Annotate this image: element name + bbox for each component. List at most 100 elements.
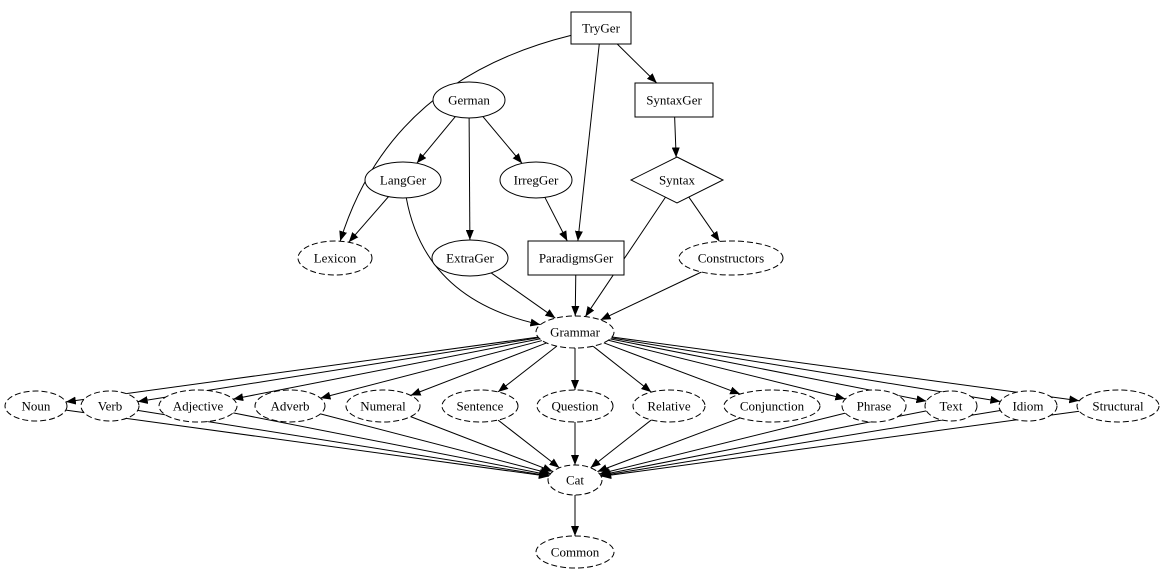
ellipse-shape [499,161,573,199]
node-label: Adverb [271,399,310,414]
ellipse-shape [431,239,509,277]
node-label: Numeral [360,399,406,414]
node-label: ExtraGer [446,251,494,266]
edge-Grammar-Relative [592,345,652,393]
edge-Grammar-Conjunction [603,342,741,395]
node-Phrase: Phrase [841,389,907,423]
node-label: IrregGer [514,173,559,188]
edge-ExtraGer-Grammar [490,272,556,319]
edge-Grammar-Noun [65,336,539,405]
node-German: German [432,81,506,119]
edge-Grammar-Numeral [410,342,547,396]
edge-IrregGer-ParadigmsGer [544,197,568,242]
node-Conjunction: Conjunction [723,389,821,423]
node-TryGer: TryGer [570,11,632,45]
ellipse-shape [254,389,326,423]
edge-Adjective-Cat [233,412,550,478]
node-label: Structural [1092,399,1144,414]
node-Syntax: Syntax [629,156,725,204]
node-label: TryGer [582,21,620,36]
edge-LangGer-Lexicon [348,196,389,243]
ellipse-shape [441,389,519,423]
edge-LangGer-Grammar [405,197,541,327]
node-label: Constructors [698,251,764,266]
edge-ParadigmsGer-Grammar [571,274,580,317]
node-label: Cat [566,473,584,488]
node-label: Conjunction [740,399,805,414]
edge-TryGer-SyntaxGer [616,43,658,84]
node-label: Text [940,399,963,414]
node-label: Phrase [857,399,892,414]
diamond-shape [629,156,725,204]
ellipse-shape [345,389,421,423]
edge-Grammar-Sentence [497,345,558,393]
box-shape [527,240,625,276]
ellipse-shape [678,240,784,276]
edge-Grammar-Adjective [233,338,540,402]
node-Verb: Verb [80,390,140,422]
edge-German-ExtraGer [465,117,474,241]
ellipse-shape [432,81,506,119]
edge-Grammar-Adverb [320,340,543,400]
ellipse-shape [841,389,907,423]
ellipse-shape [632,389,706,423]
node-label: Grammar [550,325,600,340]
node-Question: Question [536,389,614,423]
ellipse-shape [364,161,442,199]
ellipse-shape [158,389,238,423]
node-Idiom: Idiom [998,390,1058,422]
node-label: LangGer [380,173,427,188]
node-Noun: Noun [4,390,68,422]
edge-Numeral-Cat [410,416,553,472]
node-Adjective: Adjective [158,389,238,423]
node-IrregGer: IrregGer [499,161,573,199]
edge-Grammar-Idiom [611,337,1001,404]
node-label: Question [552,399,599,414]
node-Structural: Structural [1076,389,1160,423]
node-Common: Common [535,535,615,569]
node-label: Sentence [457,399,504,414]
node-Grammar: Grammar [535,315,615,349]
edge-Grammar-Phrase [608,339,846,401]
box-shape [634,82,714,118]
node-Numeral: Numeral [345,389,421,423]
edge-German-IrregGer [482,116,523,164]
edge-SyntaxGer-Syntax [671,116,680,158]
ellipse-shape [723,389,821,423]
node-Sentence: Sentence [441,389,519,423]
ellipse-shape [80,390,140,422]
ellipse-shape [924,390,978,422]
node-SyntaxGer: SyntaxGer [634,82,714,118]
node-label: Common [551,545,600,560]
edge-Adverb-Cat [320,413,551,476]
node-label: Relative [647,399,691,414]
node-label: German [448,93,490,108]
ellipse-shape [535,535,615,569]
node-label: ParadigmsGer [539,251,614,266]
edge-TryGer-Lexicon [339,34,572,242]
edge-Noun-Cat [65,409,549,480]
ellipse-shape [4,390,68,422]
node-Adverb: Adverb [254,389,326,423]
node-Relative: Relative [632,389,706,423]
edge-Structural-Cat [601,410,1080,480]
edge-Phrase-Cat [599,412,846,476]
edge-Syntax-Grammar [584,196,666,317]
box-shape [570,11,632,45]
edge-TryGer-ParadigmsGer [574,43,600,242]
node-label: Syntax [659,173,696,188]
node-label: Adjective [173,399,224,414]
edge-Constructors-Grammar [600,271,702,321]
edge-Grammar-Structural [611,336,1080,404]
node-label: Lexicon [314,251,357,266]
edge-Syntax-Constructors [688,196,720,242]
node-label: Verb [98,399,123,414]
edge-Idiom-Cat [600,410,1001,479]
edge-German-LangGer [416,116,456,164]
ellipse-shape [297,240,373,276]
ellipse-shape [536,389,614,423]
ellipse-shape [1076,389,1160,423]
edge-Relative-Cat [590,419,652,469]
